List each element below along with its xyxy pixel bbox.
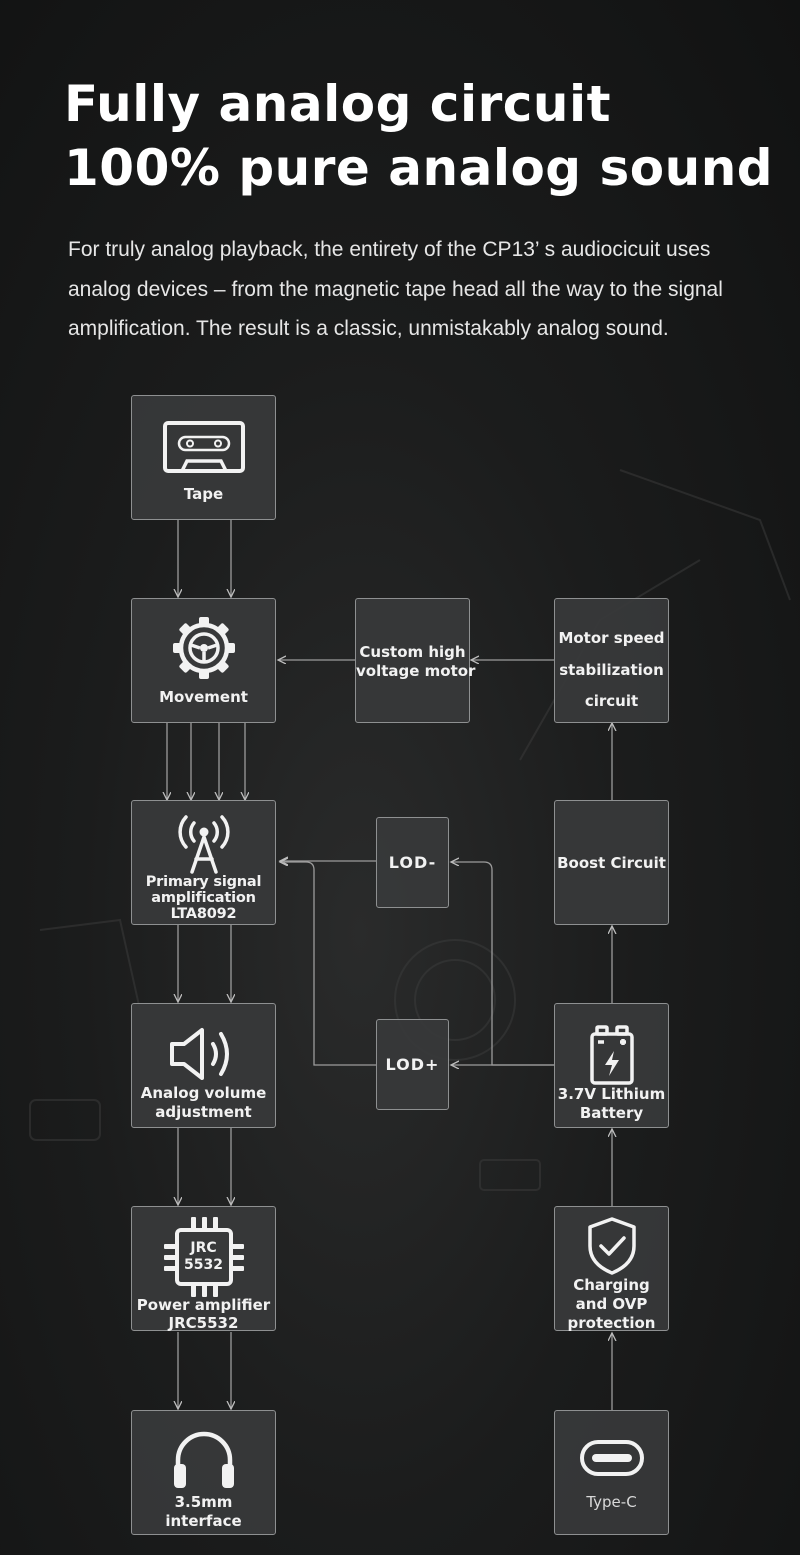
charging-label-line-1: Charging (573, 1276, 650, 1294)
motor-speed-label: Motor speed stabilization circuit (555, 623, 668, 718)
motor-box: Custom high voltage motor (355, 598, 476, 723)
description-line-1: For truly analog playback, the entirety … (68, 238, 711, 261)
chip-text-line-2: 5532 (184, 1257, 223, 1273)
volume-label-line-2: adjustment (155, 1103, 252, 1121)
primary-label-line-2: amplification (151, 890, 256, 906)
primary-amplification-box: Primary signal amplification LTA8092 (131, 800, 276, 925)
boost-circuit-label: Boost Circuit (557, 854, 666, 872)
chip-text-line-1: JRC (190, 1240, 217, 1256)
motor-label: Custom high voltage motor (356, 643, 476, 681)
description-line-3: amplification. The result is a classic, … (68, 317, 669, 340)
charging-label-line-3: protection (567, 1314, 656, 1332)
speaker-icon (169, 1028, 229, 1080)
motor-label-line-2: voltage motor (356, 662, 476, 680)
cassette-icon (162, 421, 245, 473)
charging-label: Charging and OVP protection (555, 1276, 668, 1333)
title-line-1: Fully analog circuit (64, 75, 612, 133)
battery-label-line-1: 3.7V Lithium (557, 1085, 666, 1103)
motor-speed-label-line-1: Motor speed (558, 629, 665, 647)
volume-label: Analog volume adjustment (132, 1084, 275, 1122)
movement-box: Movement (131, 598, 276, 723)
motor-speed-label-line-3: circuit (584, 692, 639, 710)
gear-icon (172, 617, 235, 679)
motor-speed-box: Motor speed stabilization circuit (554, 598, 669, 723)
page-title: Fully analog circuit 100% pure analog so… (64, 72, 773, 200)
battery-label: 3.7V Lithium Battery (555, 1085, 668, 1123)
lod-plus-label: LOD+ (385, 1055, 440, 1074)
battery-box: 3.7V Lithium Battery (554, 1003, 669, 1128)
amp-label-line-2: JRC5532 (168, 1314, 239, 1332)
headphone-jack-box: 3.5mm interface (131, 1410, 276, 1535)
primary-label-line-3: LTA8092 (170, 906, 237, 922)
chip-icon: JRC 5532 (162, 1215, 246, 1299)
type-c-label: Type-C (586, 1493, 637, 1511)
lod-plus-box: LOD+ (376, 1019, 449, 1110)
boost-circuit-box: Boost Circuit (554, 800, 669, 925)
battery-label-line-2: Battery (579, 1104, 644, 1122)
tape-label: Tape (183, 485, 224, 503)
charging-box: Charging and OVP protection (554, 1206, 669, 1333)
power-amplifier-label: Power amplifier JRC5532 (132, 1296, 275, 1332)
lod-minus-box: LOD- (376, 817, 449, 908)
jack-label-line-1: 3.5mm (174, 1493, 233, 1511)
primary-label-line-1: Primary signal (145, 874, 262, 890)
power-amplifier-box: JRC 5532 Power amplifier JRC5532 (131, 1206, 276, 1332)
title-line-2: 100% pure analog sound (64, 139, 774, 197)
description-line-2: analog devices – from the magnetic tape … (68, 277, 723, 301)
usb-c-icon (579, 1440, 644, 1476)
shield-check-icon (587, 1217, 636, 1275)
charging-label-line-2: and OVP (575, 1295, 648, 1313)
motor-speed-label-line-2: stabilization (559, 660, 664, 679)
headphone-jack-label: 3.5mm interface (132, 1493, 275, 1531)
amp-label-line-1: Power amplifier (136, 1296, 271, 1314)
primary-amplification-label: Primary signal amplification LTA8092 (132, 874, 275, 922)
antenna-icon (177, 815, 230, 874)
volume-label-line-1: Analog volume (140, 1084, 267, 1102)
battery-icon (589, 1025, 634, 1085)
description: For truly analog playback, the entirety … (68, 230, 748, 349)
tape-box: Tape (131, 395, 276, 520)
volume-box: Analog volume adjustment (131, 1003, 276, 1128)
motor-label-line-1: Custom high (359, 643, 466, 661)
headphones-icon (173, 1431, 234, 1488)
type-c-box: Type-C (554, 1410, 669, 1535)
lod-minus-label: LOD- (388, 853, 437, 872)
jack-label-line-2: interface (165, 1512, 242, 1530)
movement-label: Movement (159, 688, 248, 706)
